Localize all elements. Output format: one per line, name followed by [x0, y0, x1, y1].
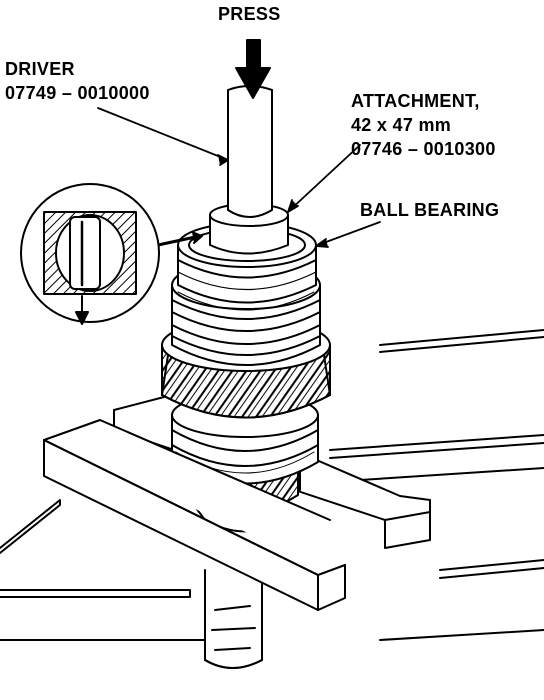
leader-lines — [97, 107, 381, 248]
attachment-size: 42 x 47 mm — [351, 115, 452, 135]
driver-label: DRIVER — [5, 59, 75, 79]
frame-rails — [0, 329, 544, 641]
press-label: PRESS — [218, 4, 281, 24]
driver-shaft — [227, 85, 273, 218]
inset-detail — [20, 183, 203, 325]
press-arrow — [235, 39, 271, 99]
front-wood-block — [43, 419, 346, 611]
attachment-label: ATTACHMENT, — [351, 91, 480, 111]
attachment-part-number: 07746 – 0010300 — [351, 139, 496, 159]
ball-bearing-label: BALL BEARING — [360, 200, 500, 220]
lower-shaft — [204, 569, 263, 669]
driver-part-number: 07749 – 0010000 — [5, 83, 150, 103]
